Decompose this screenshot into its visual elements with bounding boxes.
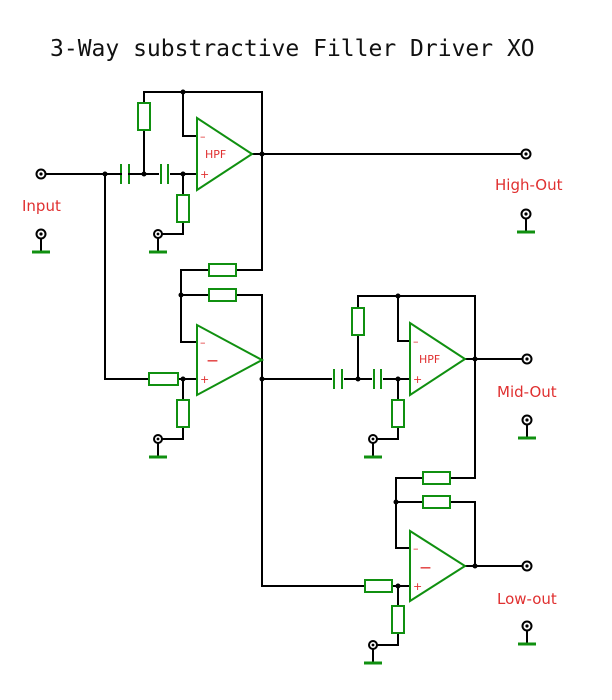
ground-symbol [362, 640, 384, 665]
resistor-r4 [208, 288, 237, 302]
input-label: Input [22, 197, 61, 215]
resistor-r3 [208, 263, 237, 277]
capacitor-c2 [160, 164, 169, 184]
resistor-r8 [391, 399, 405, 428]
opamp-minus-sign: – [413, 335, 419, 348]
capacitor-c3 [333, 369, 343, 389]
opamp-minus-sign: – [200, 336, 206, 349]
low-out-jack-icon [521, 560, 533, 572]
capacitor-c4 [373, 369, 382, 389]
resistor-r11 [364, 579, 393, 593]
junctions [102, 89, 478, 589]
opamp-label: HPF [205, 148, 226, 161]
mid-out-jack-icon [521, 353, 533, 365]
mid-out-ground-jack-icon [516, 414, 538, 440]
resistor-r7 [351, 307, 365, 336]
resistor-r5 [148, 372, 179, 386]
high-out-jack-icon [520, 148, 532, 160]
diagram-title: 3-Way substractive Filler Driver XO [50, 36, 535, 62]
resistor-r2 [176, 194, 190, 223]
resistor-r1 [137, 102, 151, 131]
input-jack-icon [35, 168, 47, 180]
opamp-hpf-mid: HPF – + [409, 321, 467, 397]
opamp-label: HPF [419, 353, 440, 366]
resistor-r12 [391, 605, 405, 634]
wiring [44, 91, 525, 646]
high-out-ground-jack-icon [515, 208, 537, 234]
opamp-plus-sign: + [413, 373, 422, 386]
ground-symbol [147, 434, 169, 459]
opamp-plus-sign: + [413, 580, 422, 593]
ground-symbol [147, 229, 169, 254]
resistor-r9 [422, 471, 451, 485]
opamp-minus-sign: – [200, 130, 206, 143]
opamp-label: — [420, 561, 431, 574]
high-out-label: High-Out [495, 176, 563, 194]
opamp-label: — [207, 354, 218, 367]
resistor-r6 [176, 399, 190, 428]
opamp-plus-sign: + [200, 168, 209, 181]
resistor-r10 [422, 495, 451, 509]
input-ground-jack-icon [30, 228, 52, 254]
opamp-subtractor-low: — – + [409, 529, 467, 603]
opamp-minus-sign: – [413, 542, 419, 555]
capacitor-c1 [117, 164, 133, 184]
opamp-hpf-high: HPF – + [196, 116, 254, 192]
mid-out-label: Mid-Out [497, 383, 557, 401]
opamp-subtractor-mid: — – + [196, 323, 265, 397]
low-out-label: Low-out [497, 590, 557, 608]
ground-symbol [362, 434, 384, 459]
opamp-plus-sign: + [200, 373, 209, 386]
low-out-ground-jack-icon [516, 620, 538, 646]
